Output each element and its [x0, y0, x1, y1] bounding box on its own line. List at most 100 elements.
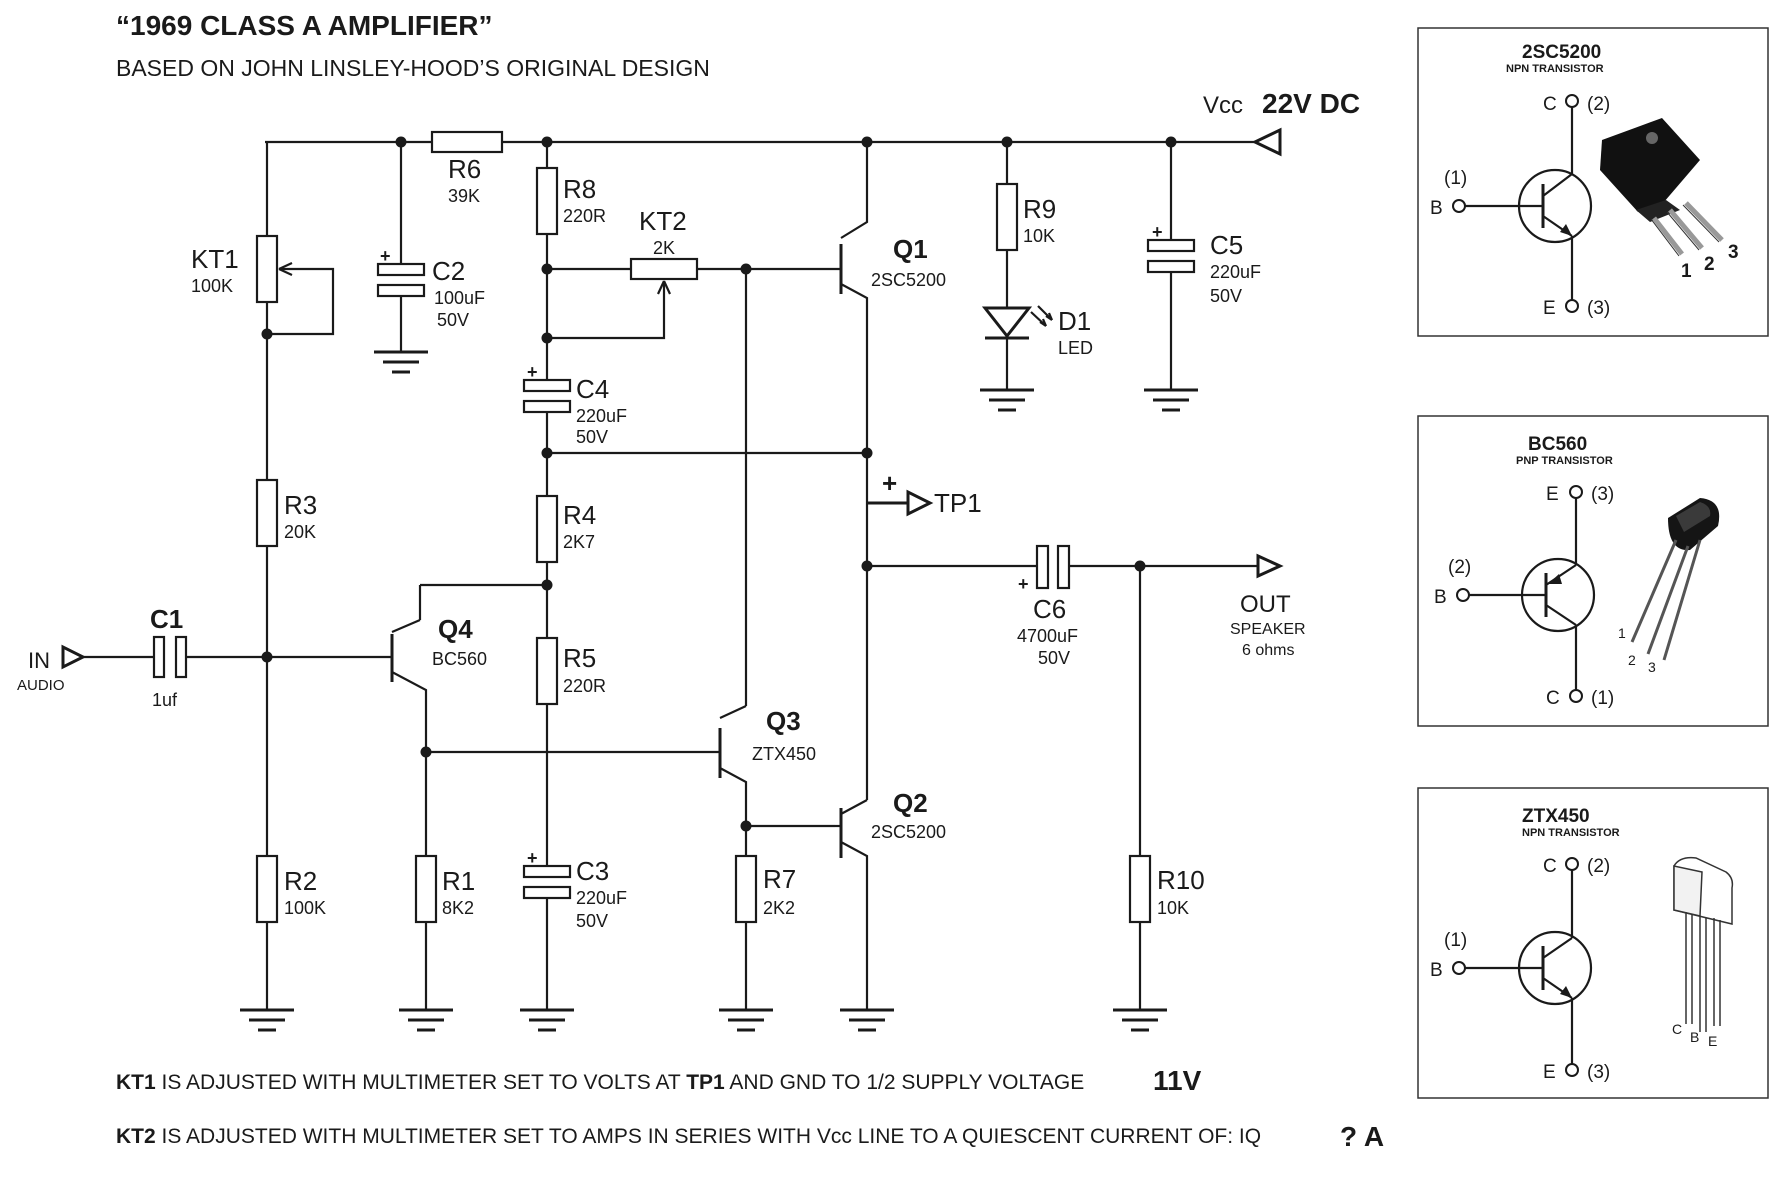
leg-label: 1: [1681, 261, 1692, 282]
c2-value: 100uF: [434, 288, 485, 308]
r10-resistor: [1128, 854, 1152, 924]
c1-value: 1uf: [152, 690, 178, 710]
pin-label: B: [1430, 960, 1443, 981]
supply-voltage: 22V DC: [1262, 88, 1360, 119]
kt2-value: 2K: [653, 238, 675, 258]
c2-capacitor: [376, 262, 426, 277]
pin-label: B: [1430, 198, 1443, 219]
r1-value: 8K2: [442, 898, 474, 918]
leg-label: 3: [1648, 659, 1656, 675]
c2-ref: C2: [432, 256, 465, 286]
pinout-2sc5200: 2SC5200 NPN TRANSISTOR C (2) B (1) E (3)…: [1417, 27, 1769, 337]
c3-voltage: 50V: [576, 911, 608, 931]
r4-ref: R4: [563, 500, 596, 530]
c3-ref: C3: [576, 856, 609, 886]
c1-capacitor: [152, 635, 166, 679]
pin-number: (1): [1444, 168, 1467, 189]
r3-value: 20K: [284, 522, 316, 542]
c6-capacitor: [1035, 544, 1050, 590]
page-title: “1969 CLASS A AMPLIFIER”: [116, 10, 493, 41]
pinout-name: ZTX450: [1522, 806, 1590, 827]
pin-number: (3): [1587, 298, 1610, 319]
r9-resistor: [995, 182, 1019, 252]
pin-number: (3): [1591, 484, 1614, 505]
r5-ref: R5: [563, 643, 596, 673]
c4-plus: +: [527, 362, 538, 382]
pin-number: (1): [1591, 688, 1614, 709]
r6-resistor: [430, 130, 504, 154]
q4-ref: Q4: [438, 614, 473, 644]
tp1-plus: +: [882, 468, 897, 498]
r3-resistor: [255, 478, 279, 548]
c4-capacitor: [522, 378, 572, 393]
c3-capacitor: [522, 864, 572, 879]
pin-label: E: [1543, 298, 1556, 319]
c3-plus: +: [527, 848, 538, 868]
r9-value: 10K: [1023, 226, 1055, 246]
pinout-type: NPN TRANSISTOR: [1522, 827, 1620, 839]
r2-ref: R2: [284, 866, 317, 896]
output-sub2: 6 ohms: [1242, 642, 1294, 659]
leg-label: 3: [1728, 242, 1739, 263]
vcc-rail: [265, 127, 1282, 157]
q1-value: 2SC5200: [871, 270, 946, 290]
pin-label: B: [1434, 587, 1447, 608]
r10-value: 10K: [1157, 898, 1189, 918]
c5-voltage: 50V: [1210, 286, 1242, 306]
r5-value: 220R: [563, 676, 606, 696]
leg-label: B: [1690, 1029, 1699, 1045]
r2-value: 100K: [284, 898, 326, 918]
r3-ref: R3: [284, 490, 317, 520]
leg-label: 1: [1618, 625, 1626, 641]
r4-value: 2K7: [563, 532, 595, 552]
q4-value: BC560: [432, 649, 487, 669]
c6-voltage: 50V: [1038, 648, 1070, 668]
note-kt2-value: ? A: [1340, 1121, 1384, 1152]
c4-voltage: 50V: [576, 427, 608, 447]
pin-number: (2): [1587, 94, 1610, 115]
pinout-ztx450: ZTX450 NPN TRANSISTOR C (2) B (1) E (3) …: [1417, 787, 1769, 1099]
pin-number: (1): [1444, 930, 1467, 951]
r7-ref: R7: [763, 864, 796, 894]
pin-number: (3): [1587, 1062, 1610, 1083]
page-subtitle: BASED ON JOHN LINSLEY-HOOD’S ORIGINAL DE…: [116, 55, 710, 81]
r4-resistor: [535, 494, 559, 564]
note-kt1-value: 11V: [1153, 1065, 1202, 1096]
note-kt2: KT2 IS ADJUSTED WITH MULTIMETER SET TO A…: [116, 1125, 1261, 1148]
pinout-bc560: BC560 PNP TRANSISTOR E (3) B (2) C (1) 1…: [1417, 415, 1769, 727]
c1-ref: C1: [150, 604, 183, 634]
pin-label: E: [1543, 1062, 1556, 1083]
r7-resistor: [734, 854, 758, 924]
pin-number: (2): [1448, 557, 1471, 578]
input-label: IN: [28, 648, 50, 673]
tp1-ref: TP1: [934, 488, 982, 518]
r9-ref: R9: [1023, 194, 1056, 224]
q2-value: 2SC5200: [871, 822, 946, 842]
c6-plus: +: [1018, 574, 1029, 594]
r8-resistor: [535, 166, 559, 236]
input-sub: AUDIO: [17, 677, 65, 694]
kt2-ref: KT2: [639, 206, 687, 236]
pin-number: (2): [1587, 856, 1610, 877]
r10-ref: R10: [1157, 865, 1205, 895]
r2-resistor: [255, 854, 279, 924]
r7-value: 2K2: [763, 898, 795, 918]
kt1-trimmer: [255, 234, 279, 304]
r1-ref: R1: [442, 866, 475, 896]
r6-value: 39K: [448, 186, 480, 206]
leg-label: E: [1708, 1033, 1717, 1049]
c5-capacitor: [1146, 238, 1196, 253]
c2-voltage: 50V: [437, 310, 469, 330]
d1-led: [981, 306, 1033, 339]
output-label: OUT: [1240, 591, 1291, 618]
r1-resistor: [414, 854, 438, 924]
output-sub1: SPEAKER: [1230, 621, 1306, 638]
pinout-type: NPN TRANSISTOR: [1506, 63, 1604, 75]
note-kt1: KT1 IS ADJUSTED WITH MULTIMETER SET TO V…: [116, 1071, 1084, 1094]
q3-ref: Q3: [766, 706, 801, 736]
c2-plus: +: [380, 246, 391, 266]
leg-label: 2: [1628, 652, 1636, 668]
c5-ref: C5: [1210, 230, 1243, 260]
pin-label: C: [1546, 688, 1560, 709]
